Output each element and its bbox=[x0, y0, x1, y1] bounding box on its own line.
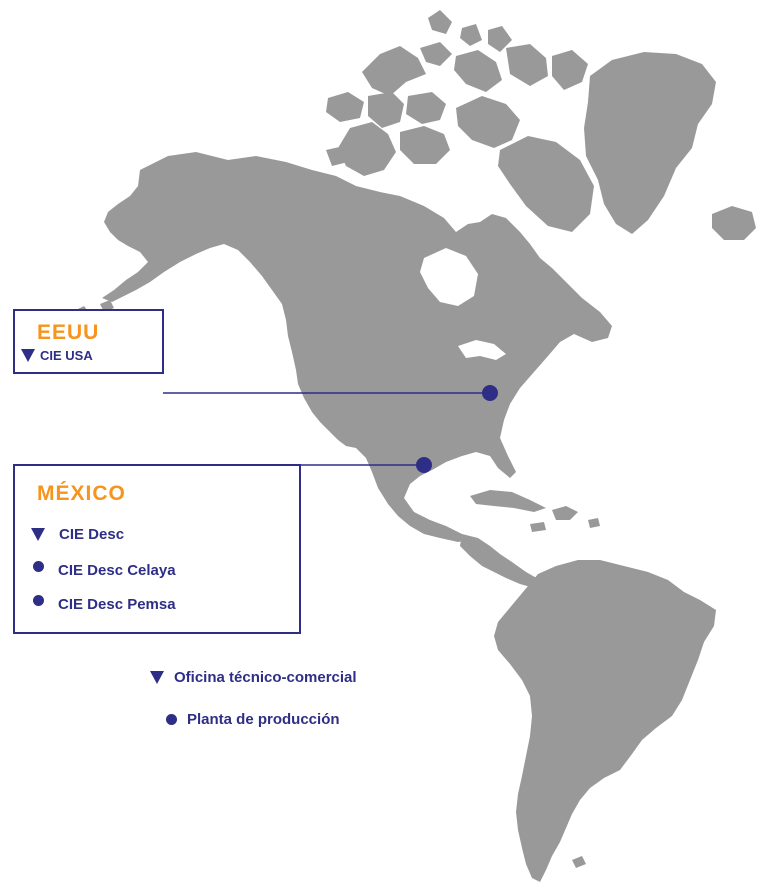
hudson-bay bbox=[420, 248, 478, 306]
arctic-island bbox=[368, 92, 404, 128]
alaska-peninsula bbox=[110, 214, 130, 232]
arctic-island bbox=[406, 92, 446, 124]
arctic-island bbox=[400, 126, 450, 164]
arctic-island bbox=[488, 26, 512, 52]
caribbean-island bbox=[530, 522, 546, 532]
site-entry: CIE Desc bbox=[31, 526, 124, 543]
dot-icon bbox=[33, 595, 44, 606]
legend-label: Oficina técnico-comercial bbox=[174, 669, 357, 686]
triangle-icon bbox=[31, 528, 45, 541]
region-box-mexico: MÉXICO CIE Desc CIE Desc Celaya CIE Desc… bbox=[13, 464, 301, 634]
hispaniola bbox=[552, 506, 578, 520]
north-america bbox=[102, 152, 612, 542]
falkland-island bbox=[572, 856, 586, 868]
site-entry: CIE Desc Pemsa bbox=[33, 595, 176, 613]
cuba bbox=[470, 490, 546, 512]
legend-item-office: Oficina técnico-comercial bbox=[150, 669, 357, 686]
great-lakes bbox=[458, 340, 506, 360]
central-america bbox=[460, 534, 540, 588]
arctic-island bbox=[362, 46, 426, 96]
triangle-icon bbox=[150, 671, 164, 684]
site-entry: CIE Desc Celaya bbox=[33, 561, 176, 579]
legend-item-plant: Planta de producción bbox=[166, 711, 340, 728]
baffin-island bbox=[498, 136, 594, 232]
arctic-island bbox=[428, 10, 452, 34]
dot-icon bbox=[33, 561, 44, 572]
country-label-eeuu: EEUU bbox=[37, 321, 100, 344]
arctic-island bbox=[460, 24, 482, 46]
site-entry: CIE USA bbox=[21, 348, 93, 363]
arctic-island bbox=[338, 122, 396, 176]
site-name: CIE Desc Pemsa bbox=[58, 596, 176, 613]
triangle-icon bbox=[21, 349, 35, 362]
location-dot-mexico bbox=[416, 457, 432, 473]
arctic-island bbox=[326, 146, 348, 166]
arctic-island bbox=[506, 44, 548, 86]
arctic-island bbox=[456, 96, 520, 148]
arctic-island bbox=[552, 50, 588, 90]
legend-label: Planta de producción bbox=[187, 711, 340, 728]
dot-icon bbox=[166, 714, 177, 725]
iceland bbox=[712, 206, 756, 240]
site-name: CIE Desc bbox=[59, 526, 125, 543]
arctic-island bbox=[420, 42, 452, 66]
country-label-mexico: MÉXICO bbox=[37, 482, 126, 505]
south-america bbox=[494, 560, 716, 882]
greenland bbox=[584, 52, 716, 234]
region-box-eeuu: EEUU CIE USA bbox=[13, 309, 164, 374]
caribbean-island bbox=[588, 518, 600, 528]
arctic-island bbox=[454, 50, 502, 92]
location-dot-usa bbox=[482, 385, 498, 401]
site-name: CIE USA bbox=[40, 348, 93, 363]
site-name: CIE Desc Celaya bbox=[58, 562, 176, 579]
arctic-island bbox=[326, 92, 364, 122]
